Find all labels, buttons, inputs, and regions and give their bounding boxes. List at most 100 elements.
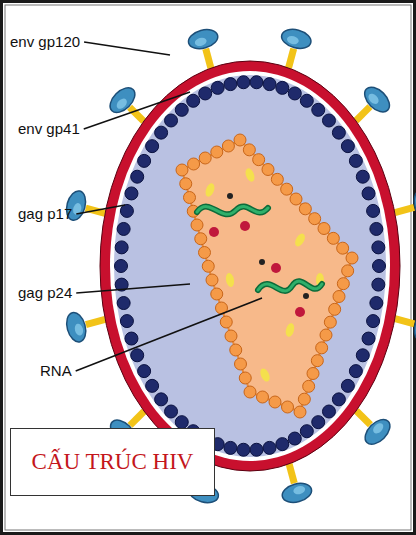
p17-bead	[224, 78, 237, 91]
p24-bead	[239, 372, 251, 384]
p17-bead	[332, 126, 345, 139]
p17-bead	[372, 278, 385, 291]
p17-bead	[224, 441, 237, 454]
p17-bead	[276, 438, 289, 451]
gp41-stem	[289, 49, 294, 68]
p17-bead	[237, 443, 250, 456]
p17-bead	[370, 222, 383, 235]
leader-line	[84, 42, 170, 55]
p17-bead	[263, 78, 276, 91]
gp120-shine	[292, 485, 306, 496]
caption-text: CẤU TRÚC HIV	[32, 449, 194, 475]
p17-bead	[138, 154, 151, 167]
p24-bead	[337, 278, 349, 290]
p24-bead	[184, 192, 196, 204]
p24-bead	[324, 316, 336, 328]
p24-bead	[294, 406, 306, 418]
gp120-knob	[411, 188, 416, 222]
leader-line	[84, 92, 190, 129]
p24-bead	[225, 330, 237, 342]
gp120-shine	[74, 323, 85, 337]
p17-bead	[341, 140, 354, 153]
p17-bead	[250, 443, 263, 456]
p24-bead	[244, 386, 256, 398]
leader-line	[76, 284, 190, 293]
p17-bead	[356, 170, 369, 183]
gp120-knob	[279, 26, 313, 51]
p17-bead	[187, 94, 200, 107]
p24-bead	[342, 265, 354, 277]
capsid-contents	[197, 167, 324, 383]
gp120-knob	[411, 310, 416, 344]
matrix-beads	[115, 76, 386, 457]
gp41-stem	[395, 319, 414, 324]
p24-bead	[253, 154, 265, 166]
p17-bead	[322, 405, 335, 418]
p17-bead	[237, 76, 250, 89]
p17-bead	[372, 241, 385, 254]
p17-bead	[288, 432, 301, 445]
gp120-knob	[186, 27, 220, 52]
leader-line	[76, 205, 125, 214]
p17-bead	[349, 154, 362, 167]
p24-bead	[337, 242, 349, 254]
envelope-inner	[110, 71, 390, 461]
gp120-shine	[115, 97, 129, 111]
gp120-shine	[371, 421, 385, 435]
p17-bead	[300, 94, 313, 107]
gp41-stem	[356, 107, 370, 121]
p17-bead	[131, 170, 144, 183]
virion-core	[114, 75, 386, 457]
p17-bead	[165, 405, 178, 418]
p17-bead	[300, 425, 313, 438]
p17-bead	[155, 126, 168, 139]
p17-bead	[115, 260, 128, 273]
p24-bead	[262, 164, 274, 176]
p17-bead	[250, 76, 263, 89]
p17-bead	[117, 222, 130, 235]
p24-bead	[311, 355, 323, 367]
caption-box: CẤU TRÚC HIV	[10, 428, 215, 496]
p24-bead	[257, 391, 269, 403]
p17-bead	[199, 87, 212, 100]
p24-bead	[211, 146, 223, 158]
p24-bead	[282, 401, 294, 413]
p17-bead	[125, 187, 138, 200]
gp41-stem	[289, 464, 294, 483]
gp120-shine	[366, 92, 380, 106]
p17-bead	[146, 140, 159, 153]
p24-bead	[298, 393, 310, 405]
p17-bead	[146, 379, 159, 392]
p17-bead	[312, 416, 325, 429]
p17-bead	[155, 393, 168, 406]
part-label: gag p24	[18, 284, 72, 302]
p24-bead	[303, 380, 315, 392]
p24-bead	[346, 252, 358, 264]
p17-bead	[263, 441, 276, 454]
gp41-stem	[356, 411, 370, 425]
p17-bead	[276, 81, 289, 94]
capsid-beads	[176, 134, 358, 418]
gp120-knob	[64, 310, 89, 344]
gp120-knob	[360, 83, 394, 117]
p17-bead	[349, 365, 362, 378]
p24-bead	[327, 232, 339, 244]
p17-bead	[362, 187, 375, 200]
p17-bead	[175, 103, 188, 116]
p17-bead	[120, 204, 133, 217]
p17-bead	[370, 297, 383, 310]
p24-bead	[309, 213, 321, 225]
p17-bead	[367, 315, 380, 328]
p24-bead	[235, 358, 247, 370]
p24-bead	[243, 144, 255, 156]
p24-bead	[230, 344, 242, 356]
p17-bead	[362, 332, 375, 345]
p24-bead	[307, 368, 319, 380]
leader-line	[76, 298, 262, 371]
p17-bead	[120, 315, 133, 328]
p24-bead	[320, 329, 332, 341]
p24-bead	[180, 178, 192, 190]
part-label: env gp120	[10, 33, 80, 51]
frame-inner	[5, 5, 411, 530]
